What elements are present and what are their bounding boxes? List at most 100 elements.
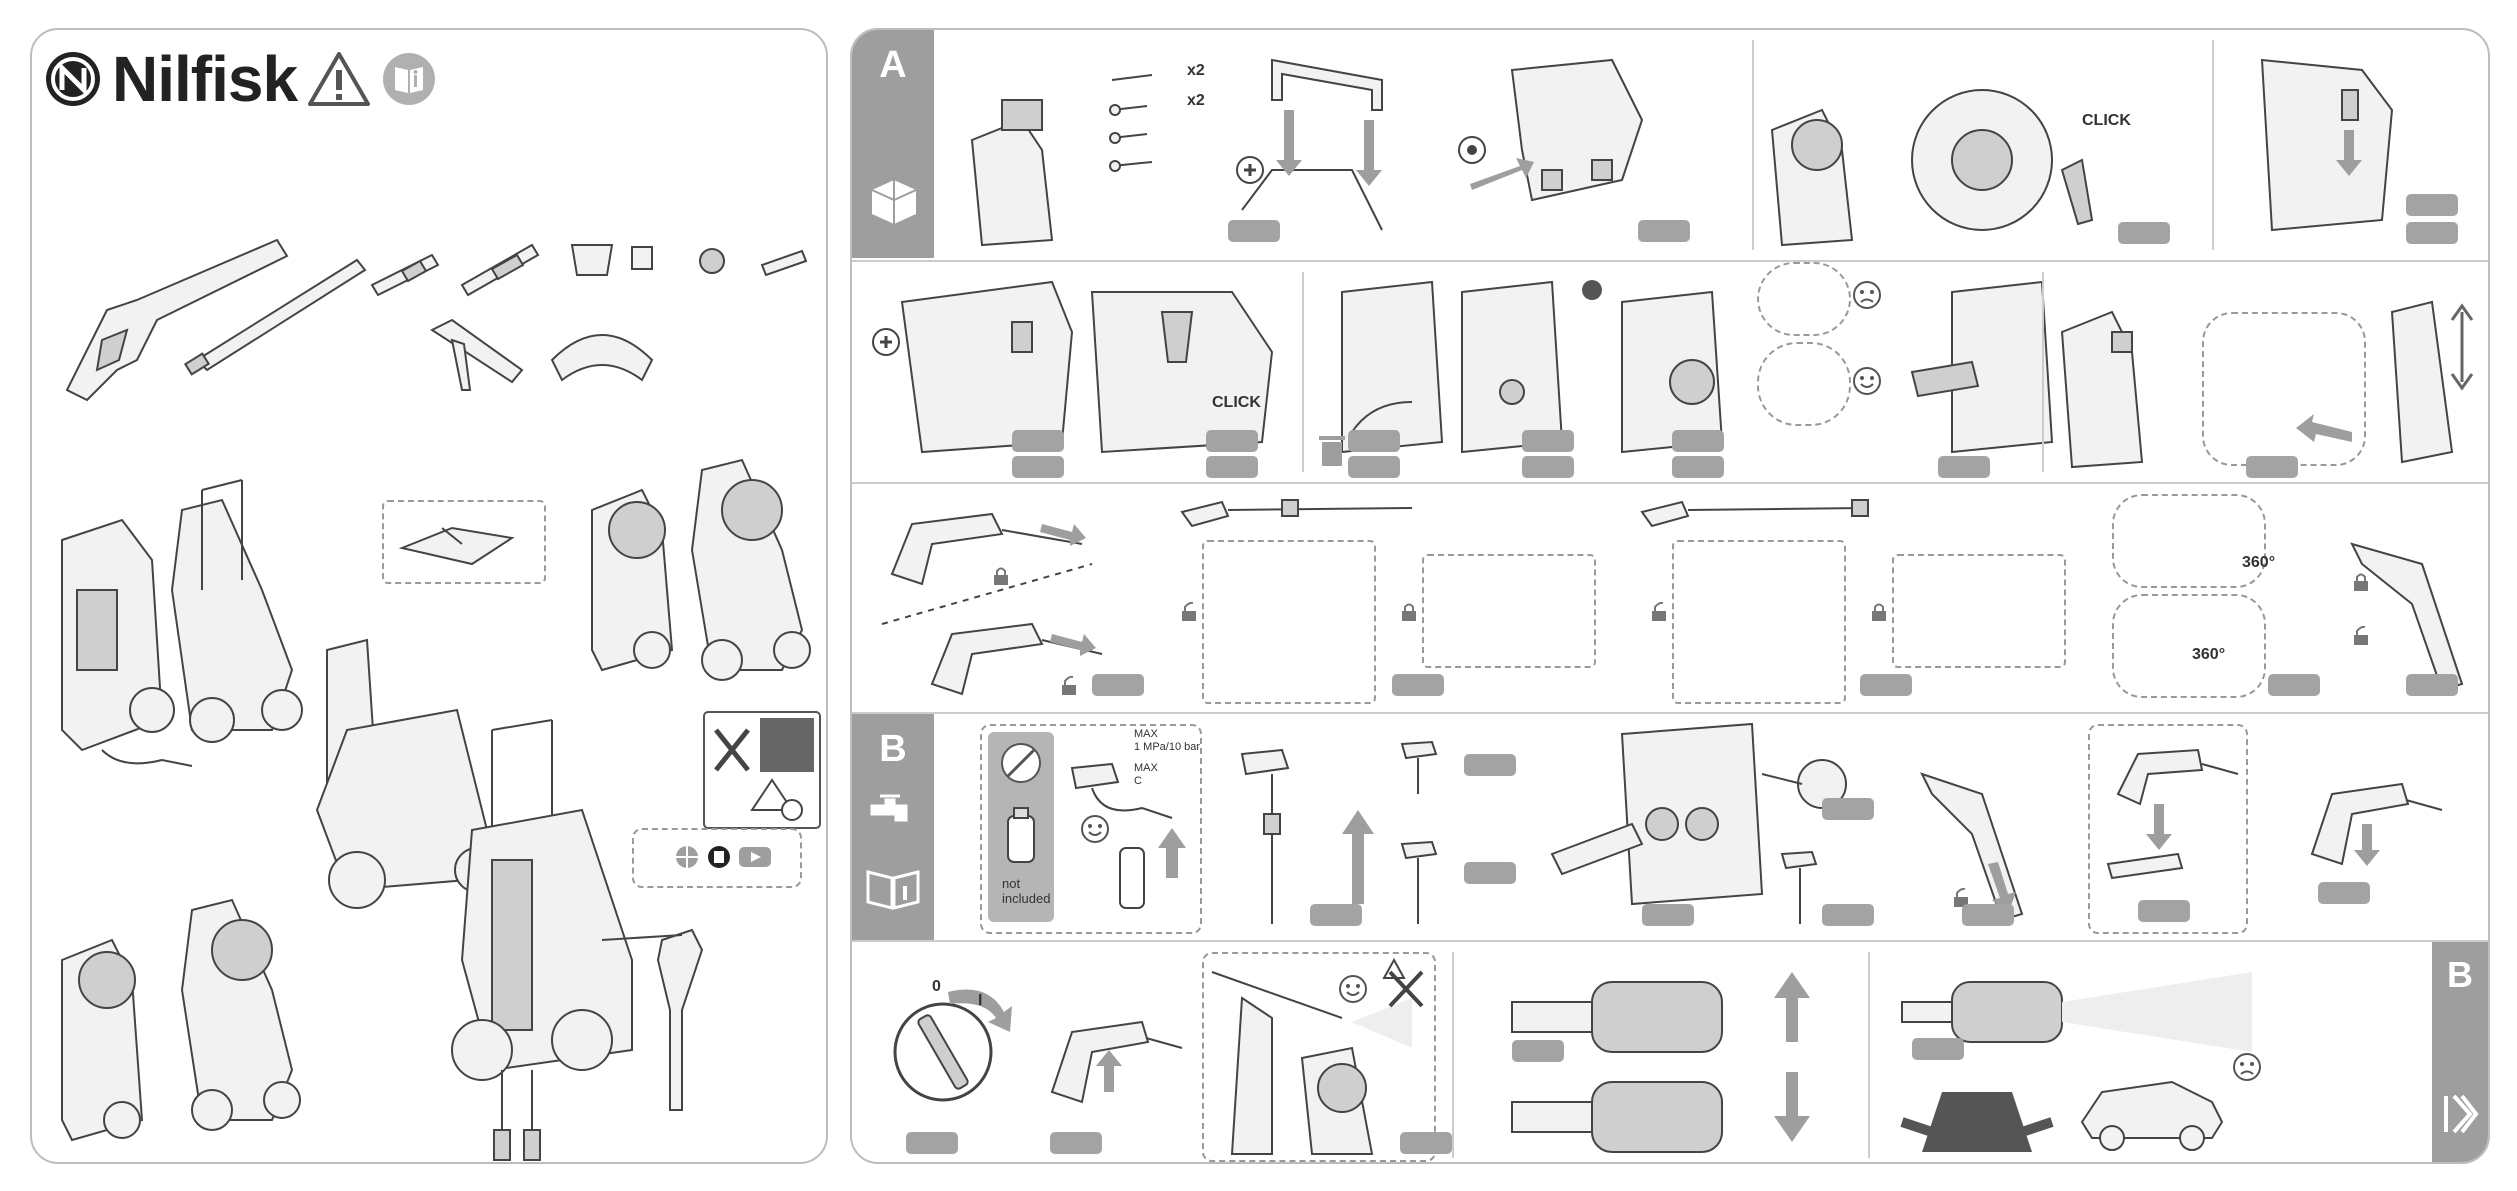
section-a-letter: A — [879, 44, 907, 86]
step-label — [2246, 456, 2298, 478]
safety-label-illustration — [703, 711, 821, 829]
open-box-icon — [871, 180, 917, 224]
section-b-side-tab: B — [2432, 942, 2488, 1162]
divider — [1302, 272, 1304, 472]
lance-connection-inset-4 — [1892, 554, 2066, 668]
hose-to-machine-drawing — [1550, 722, 1764, 906]
section-b-tab: B — [852, 714, 934, 942]
screws-drawing — [1109, 74, 1153, 172]
padlock-icon — [1182, 601, 1196, 621]
sad-face-icon — [1853, 281, 1881, 309]
divider — [1452, 952, 1454, 1158]
rotation-inset-1 — [2112, 494, 2266, 588]
brand-name: Nilfisk — [112, 43, 298, 115]
section-a-tab: A — [852, 30, 934, 258]
step-label — [1012, 430, 1064, 452]
machine-illustration-2 — [315, 638, 500, 909]
trash-icon — [1319, 436, 1345, 466]
power-switch-drawing — [893, 989, 1012, 1102]
step-label — [1206, 430, 1258, 452]
no-filter-icon — [1001, 743, 1041, 783]
step-a1-machine-drawing — [970, 99, 1054, 247]
filter-bottle-drawing — [1007, 807, 1035, 863]
switch-on-label: I — [978, 992, 983, 1009]
step-label — [2118, 222, 2170, 244]
section-b-letter: B — [879, 728, 907, 770]
screw-quantity-2: x2 — [1187, 92, 1205, 109]
next-chevrons-icon[interactable] — [2442, 1092, 2479, 1136]
padlock-icon — [994, 567, 1008, 585]
not-included-label: not included — [1002, 876, 1051, 906]
divider — [1752, 40, 1754, 250]
info-manual-icon — [866, 870, 920, 910]
machine-assembled-illustration — [451, 719, 704, 1161]
padlock-icon — [2354, 573, 2368, 591]
water-supply-inset — [980, 724, 1202, 934]
rotation-inset-2 — [2112, 594, 2266, 698]
section-a-row-2: CLICK — [852, 260, 2488, 484]
happy-face-icon — [1853, 367, 1881, 395]
step-label — [1464, 754, 1516, 776]
nozzle-adjust-drawing — [1511, 981, 1723, 1153]
tap-icon — [870, 794, 908, 822]
step-label — [1392, 674, 1444, 696]
divider — [2212, 40, 2214, 250]
heavy-weight-drawing — [1900, 1092, 2054, 1152]
happy-face-icon — [1081, 815, 1109, 843]
incorrect-connection-inset — [1757, 262, 1851, 336]
step-label — [1860, 674, 1912, 696]
machine-illustration-3 — [591, 458, 811, 681]
step-label — [2138, 900, 2190, 922]
step-label — [1400, 1132, 1452, 1154]
lance-assembly-drawing-2 — [1640, 499, 1869, 528]
rotation-callout-1: 360° — [2242, 554, 2276, 571]
step-label — [1092, 674, 1144, 696]
gun-nozzle-inset — [2088, 724, 2248, 934]
operator-drawing — [1211, 971, 1412, 1155]
step-a4-hose-reel-drawing — [1770, 89, 2094, 247]
step-label — [1348, 430, 1400, 452]
step-label — [1012, 456, 1064, 478]
machine-illustration-1 — [61, 479, 303, 767]
section-b-row-1: B not included MAX 1 MPa/10 bar MAX C — [852, 712, 2488, 942]
click-callout-1: CLICK — [2082, 112, 2131, 129]
step-a10-drawing — [1910, 280, 2054, 454]
padlock-icon — [1402, 603, 1416, 621]
play-icon — [739, 847, 771, 867]
lance-connection-inset-3 — [1672, 540, 1846, 704]
step-label — [1464, 862, 1516, 884]
rotation-callout-2: 360° — [2192, 646, 2226, 663]
step-label — [1938, 456, 1990, 478]
max-pressure-label: MAX 1 MPa/10 bar — [1134, 728, 1201, 753]
handle-and-cover-illustration — [429, 318, 654, 391]
step-label — [1206, 456, 1258, 478]
trigger-press-drawing — [1050, 1020, 1183, 1104]
step-a5-drawing — [2260, 58, 2394, 232]
nozzle-spray-drawing — [1901, 972, 2252, 1052]
padlock-icon — [1652, 601, 1666, 621]
operating-scene-inset — [1202, 952, 1436, 1162]
machine-illustration-4 — [61, 898, 301, 1142]
screw-quantity-1: x2 — [1187, 62, 1205, 79]
step-label — [1512, 1040, 1564, 1062]
lance-assembly-drawing — [1180, 499, 1413, 528]
gun-trigger-drawing — [1920, 772, 2024, 922]
adjust-direction-arrows — [1774, 972, 1810, 1142]
step-label — [1522, 430, 1574, 452]
online-resources-box — [632, 828, 802, 888]
step-label — [1228, 220, 1280, 242]
section-b-row-2: 0 I — [852, 940, 2488, 1162]
section-a-row-1: A x2 x2 — [852, 30, 2488, 258]
padlock-icon — [2354, 625, 2368, 645]
step-label — [1638, 220, 1690, 242]
padlock-icon — [1872, 603, 1886, 621]
detail-inset-box — [382, 500, 546, 584]
divider — [1868, 952, 1870, 1158]
section-b-side-letter: B — [2447, 954, 2473, 995]
switch-off-label: 0 — [932, 978, 941, 995]
step-label — [906, 1132, 958, 1154]
step-label — [1822, 798, 1874, 820]
padlock-icon — [1062, 675, 1076, 695]
correct-connection-inset — [1757, 342, 1851, 426]
tap-open-drawing — [1761, 759, 1847, 924]
